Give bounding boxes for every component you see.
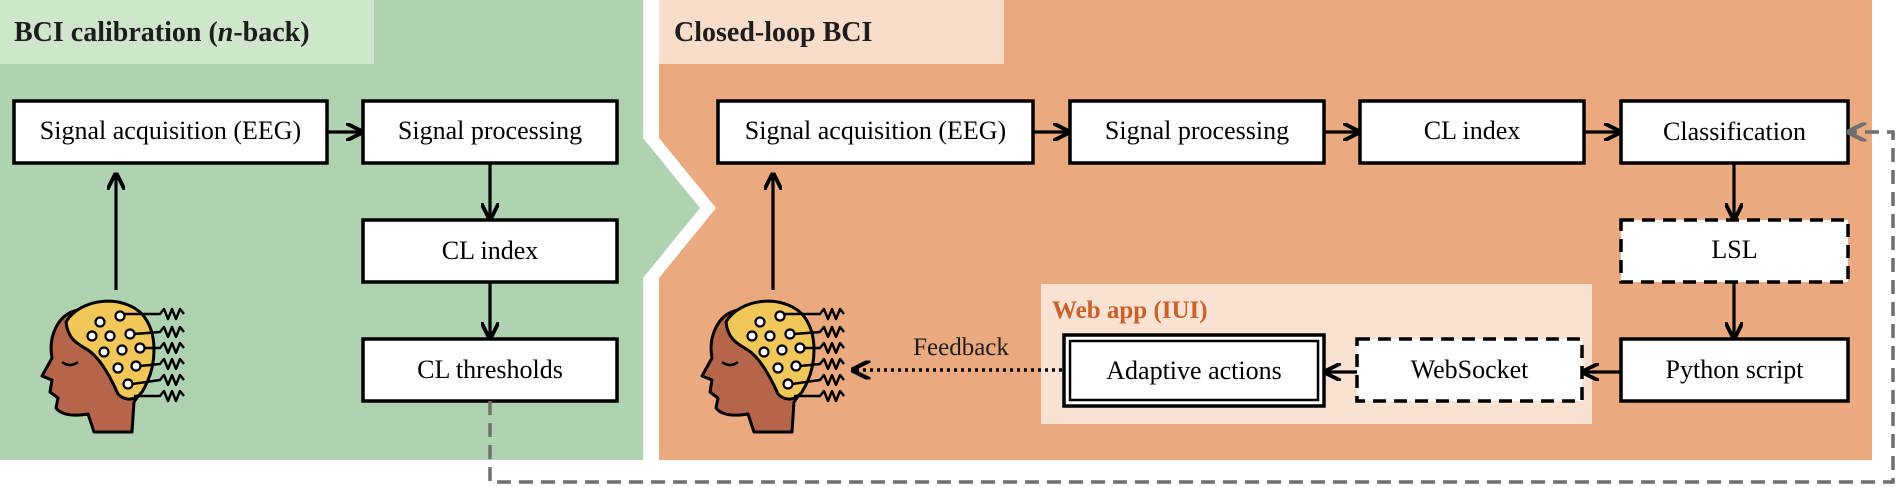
- cl-python-script-node: Python script: [1619, 337, 1850, 403]
- svg-text:Python script: Python script: [1666, 355, 1805, 384]
- calibration-title: BCI calibration (n-back): [14, 17, 310, 48]
- svg-text:Adaptive actions: Adaptive actions: [1106, 356, 1281, 385]
- cl-signal-acquisition-node: Signal acquisition (EEG): [716, 99, 1035, 165]
- svg-text:CL index: CL index: [442, 236, 539, 265]
- svg-text:Signal processing: Signal processing: [398, 116, 582, 145]
- closed-loop-title: Closed-loop BCI: [674, 17, 872, 48]
- calib-cl-thresholds-node: CL thresholds: [361, 337, 619, 403]
- svg-text:Signal acquisition (EEG): Signal acquisition (EEG): [40, 116, 301, 145]
- svg-text:CL thresholds: CL thresholds: [417, 355, 563, 384]
- calib-signal-processing-node: Signal processing: [361, 99, 619, 165]
- cl-websocket-node: WebSocket: [1355, 337, 1584, 403]
- cl-classification-node: Classification: [1619, 99, 1850, 165]
- cl-adaptive-actions-node: Adaptive actions: [1062, 333, 1326, 408]
- calib-signal-acquisition-node: Signal acquisition (EEG): [12, 99, 329, 165]
- closed-loop-title-background: [659, 0, 1004, 64]
- svg-text:Classification: Classification: [1663, 117, 1806, 146]
- cl-lsl-node: LSL: [1619, 218, 1850, 284]
- webapp-title: Web app (IUI): [1052, 297, 1208, 324]
- svg-text:LSL: LSL: [1711, 235, 1757, 264]
- cl-cl-index-node: CL index: [1358, 99, 1586, 165]
- svg-text:WebSocket: WebSocket: [1411, 355, 1530, 384]
- feedback-label: Feedback: [913, 334, 1009, 361]
- calibration-title-background: [0, 0, 374, 64]
- calib-cl-index-node: CL index: [361, 218, 619, 284]
- dashed-threshold-loop: [488, 132, 1895, 484]
- svg-text:Signal processing: Signal processing: [1105, 116, 1289, 145]
- cl-signal-processing-node: Signal processing: [1068, 99, 1326, 165]
- svg-text:CL index: CL index: [1424, 116, 1521, 145]
- svg-text:Signal acquisition (EEG): Signal acquisition (EEG): [745, 116, 1006, 145]
